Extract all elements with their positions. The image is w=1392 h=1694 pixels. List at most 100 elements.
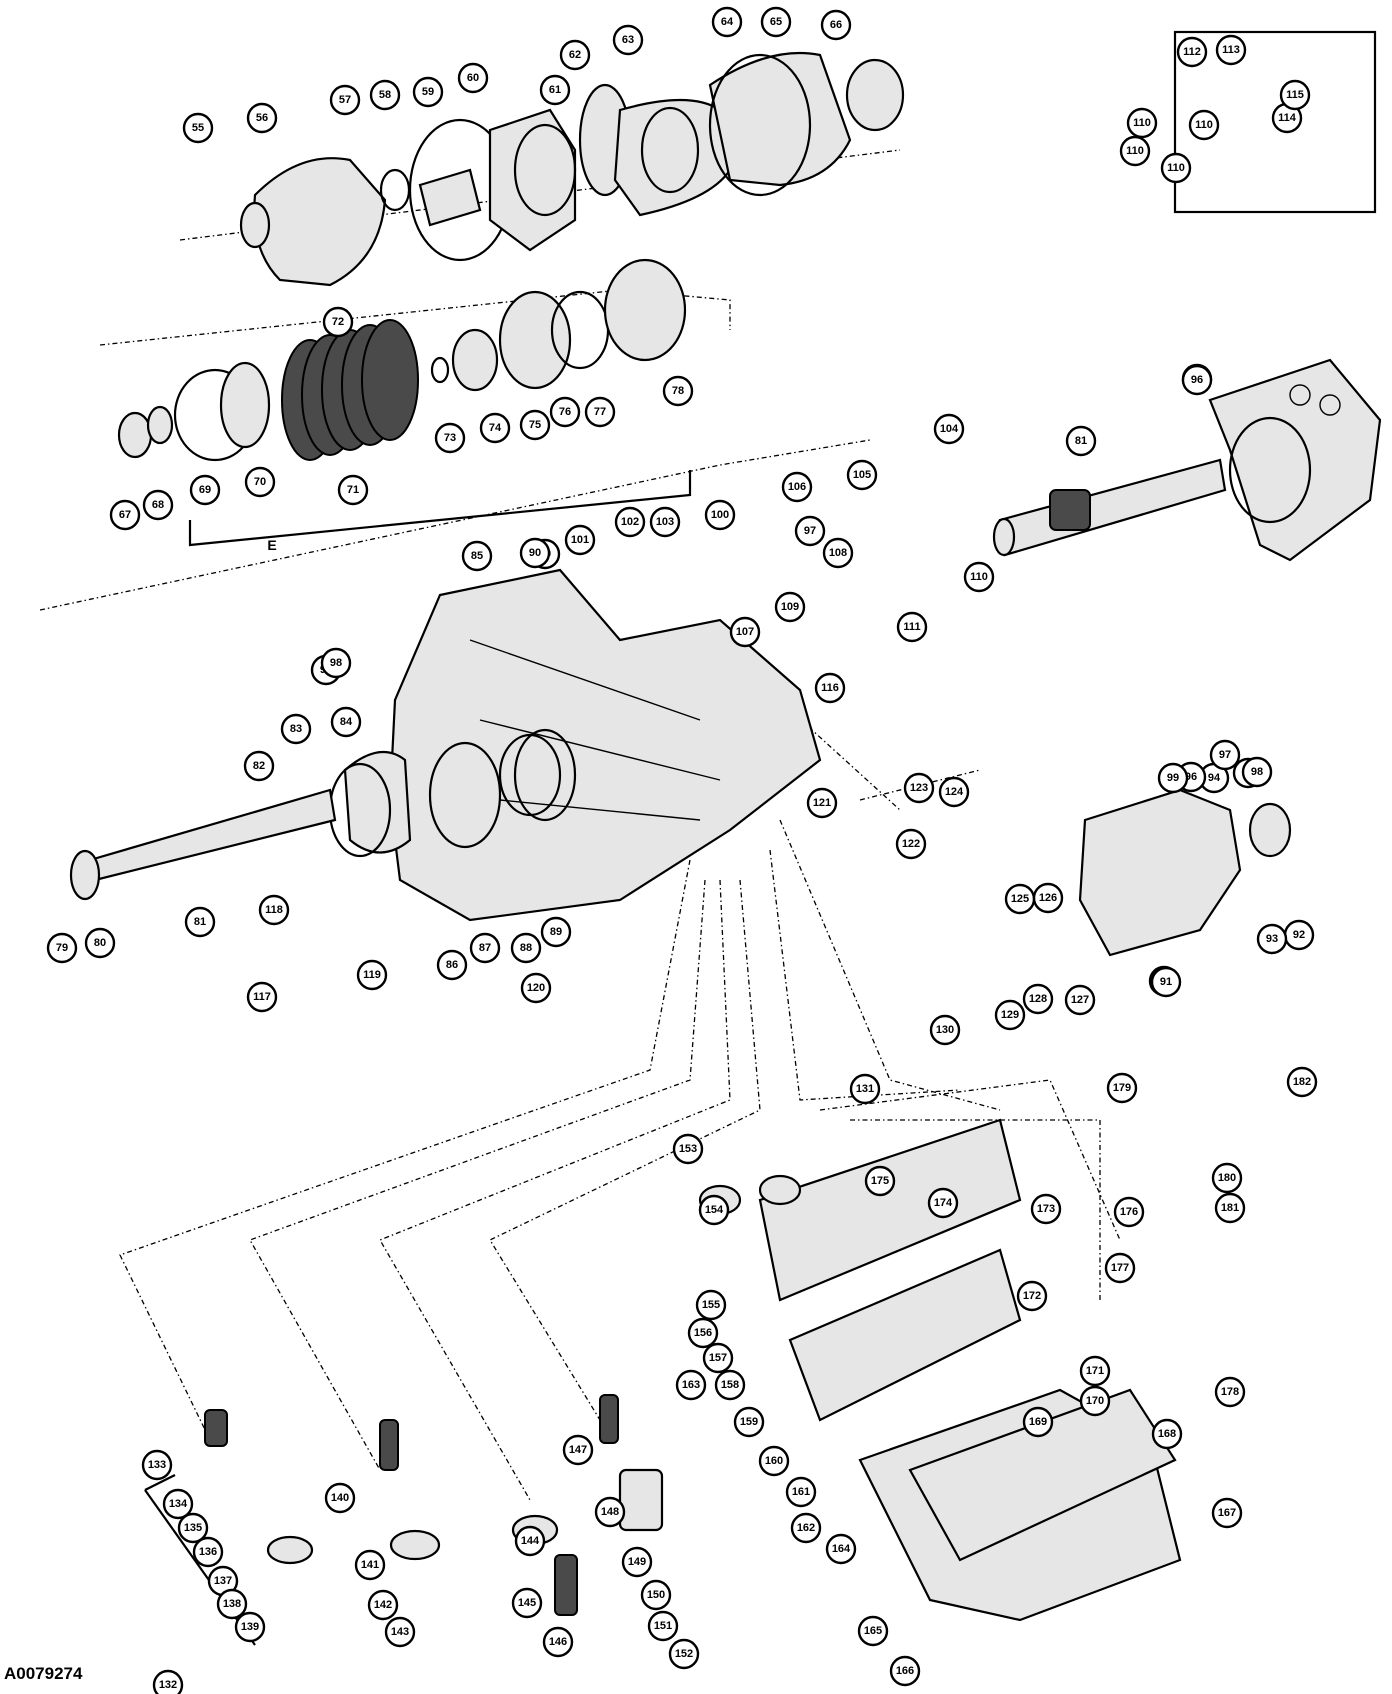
- callout-65: 65: [760, 6, 792, 38]
- callout-77: 77: [584, 396, 616, 428]
- callout-109: 109: [774, 591, 806, 623]
- callout-number: 144: [521, 1535, 540, 1547]
- callout-131: 131: [849, 1073, 881, 1105]
- callout-number: 141: [361, 1559, 379, 1571]
- figure-id: A0079274: [4, 1664, 83, 1683]
- callout-number: 61: [549, 84, 561, 96]
- callout-number: 152: [675, 1648, 693, 1660]
- callout-number: 72: [332, 316, 344, 328]
- callout-number: 148: [601, 1506, 619, 1518]
- callout-number: 83: [290, 723, 302, 735]
- callout-163: 163: [675, 1369, 707, 1401]
- callout-number: 180: [1218, 1172, 1236, 1184]
- callout-178: 178: [1214, 1376, 1246, 1408]
- callout-number: 81: [194, 916, 206, 928]
- callout-number: 169: [1029, 1416, 1047, 1428]
- callout-number: 116: [821, 682, 839, 694]
- group-label-e: E: [267, 537, 276, 553]
- callout-121: 121: [806, 787, 838, 819]
- callout-number: 68: [152, 499, 164, 511]
- callout-117: 117: [246, 981, 278, 1013]
- callout-number: 170: [1086, 1395, 1104, 1407]
- inset-box: [1173, 30, 1377, 214]
- callout-78: 78: [662, 375, 694, 407]
- callout-number: 139: [241, 1621, 259, 1633]
- callout-146: 146: [542, 1626, 574, 1658]
- callout-number: 135: [184, 1522, 202, 1534]
- callout-179: 179: [1106, 1072, 1138, 1104]
- callout-176: 176: [1113, 1196, 1145, 1228]
- callout-164: 164: [825, 1533, 857, 1565]
- callout-133: 133: [141, 1449, 173, 1481]
- callout-101: 101: [564, 524, 596, 556]
- callout-number: 67: [119, 509, 131, 521]
- callout-number: 81: [1075, 435, 1087, 447]
- callout-128: 128: [1022, 983, 1054, 1015]
- callout-number: 174: [934, 1197, 953, 1209]
- callout-number: 59: [422, 86, 434, 98]
- callout-100: 100: [704, 499, 736, 531]
- callout-number: 154: [705, 1204, 724, 1216]
- callout-74: 74: [479, 412, 511, 444]
- callout-number: 98: [330, 657, 342, 669]
- callout-number: 78: [672, 385, 684, 397]
- callout-80: 80: [84, 927, 116, 959]
- callout-110: 110: [1160, 152, 1192, 184]
- callout-139: 139: [234, 1611, 266, 1643]
- callout-number: 105: [853, 469, 871, 481]
- callout-number: 87: [479, 942, 491, 954]
- callout-number: 123: [910, 782, 928, 794]
- callout-111: 111: [896, 611, 928, 643]
- callout-81: 81: [184, 906, 216, 938]
- callout-97: 97: [1209, 739, 1241, 771]
- callout-91: 91: [1150, 966, 1182, 998]
- callout-169: 169: [1022, 1406, 1054, 1438]
- callout-161: 161: [785, 1476, 817, 1508]
- callout-number: 130: [936, 1024, 954, 1036]
- callout-number: 92: [1293, 929, 1305, 941]
- callout-number: 64: [721, 16, 734, 28]
- callout-134: 134: [162, 1488, 194, 1520]
- top-row-drums: [239, 51, 905, 287]
- callout-115: 115: [1279, 79, 1311, 111]
- callout-67: 67: [109, 499, 141, 531]
- callout-167: 167: [1211, 1497, 1243, 1529]
- callout-number: 133: [148, 1459, 166, 1471]
- callout-number: 126: [1039, 892, 1057, 904]
- callout-number: 99: [1167, 772, 1179, 784]
- callout-160: 160: [758, 1445, 790, 1477]
- callout-127: 127: [1064, 984, 1096, 1016]
- valve-body-and-pan: [698, 1118, 1182, 1622]
- callout-68: 68: [142, 489, 174, 521]
- callout-144: 144: [514, 1525, 546, 1557]
- callout-129: 129: [994, 999, 1026, 1031]
- callout-number: 118: [265, 904, 283, 916]
- callout-73: 73: [434, 422, 466, 454]
- callout-number: 110: [1133, 117, 1151, 129]
- callout-81: 81: [1065, 425, 1097, 457]
- callout-number: 110: [1195, 119, 1213, 131]
- callout-55: 55: [182, 112, 214, 144]
- callout-number: 73: [444, 432, 456, 444]
- callout-number: 173: [1037, 1203, 1055, 1215]
- callout-number: 153: [679, 1143, 697, 1155]
- callout-59: 59: [412, 76, 444, 108]
- callout-173: 173: [1030, 1193, 1062, 1225]
- callout-number: 97: [804, 525, 816, 537]
- callout-88: 88: [510, 932, 542, 964]
- callout-number: 56: [256, 112, 268, 124]
- callout-number: 104: [940, 423, 959, 435]
- callout-165: 165: [857, 1615, 889, 1647]
- callout-number: 143: [391, 1626, 409, 1638]
- callout-number: 65: [770, 16, 782, 28]
- callout-number: 96: [1191, 374, 1203, 386]
- callout-181: 181: [1214, 1192, 1246, 1224]
- callout-number: 178: [1221, 1386, 1239, 1398]
- callout-118: 118: [258, 894, 290, 926]
- callout-number: 131: [856, 1083, 874, 1095]
- callout-number: 120: [527, 982, 545, 994]
- callout-number: 110: [970, 571, 988, 583]
- callout-138: 138: [216, 1588, 248, 1620]
- callout-number: 114: [1278, 112, 1297, 124]
